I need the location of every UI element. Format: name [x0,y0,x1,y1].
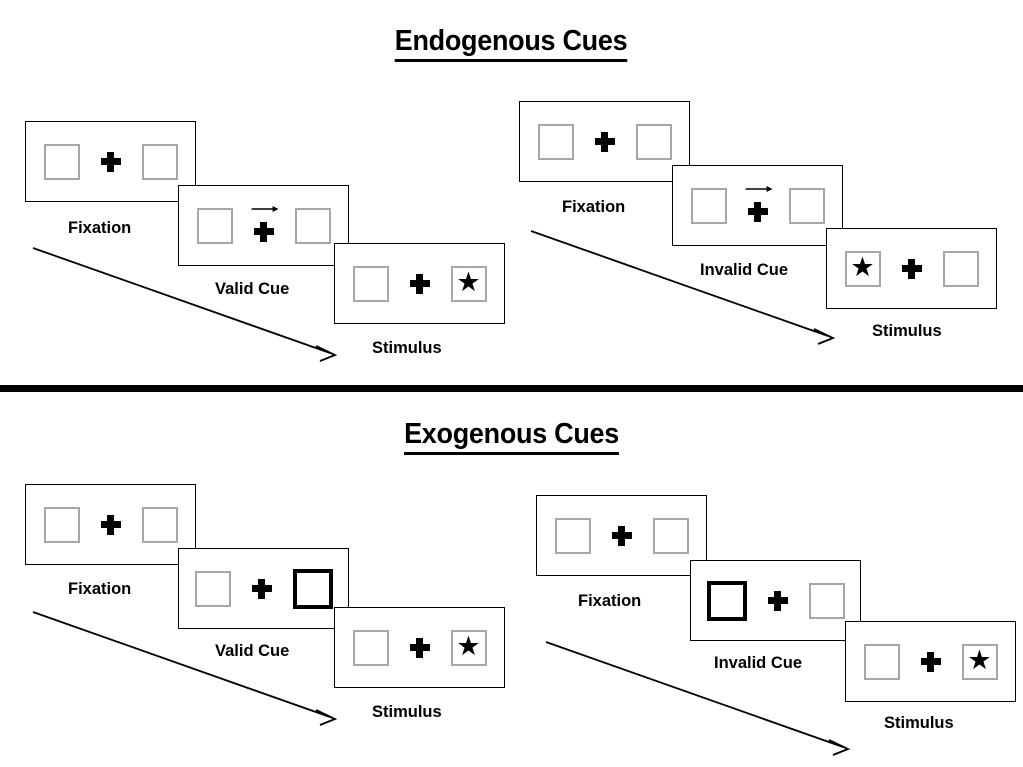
section-title-endogenous-text: Endogenous Cues [395,27,628,62]
fixation-cross-icon [741,184,775,228]
stage-label-endogenous-invalid-stimulus: Stimulus [872,322,942,340]
cue-box-right-highlight [292,568,333,609]
fixation-cross-icon [588,120,622,164]
placeholder-box-right [294,207,331,244]
placeholder-box-left [43,143,80,180]
fixation-cross-icon [403,626,437,670]
fixation-cross-icon [914,640,948,684]
placeholder-box-left [352,265,389,302]
target-box-left: ★ [844,250,881,287]
stage-label-exogenous-invalid-stimulus: Stimulus [884,714,954,732]
frame-endogenous-valid-cue [178,185,349,266]
frame-endogenous-invalid-cue [672,165,843,246]
stage-label-endogenous-invalid-fixation: Fixation [562,198,626,216]
placeholder-box-left [43,506,80,543]
star-icon: ★ [456,631,481,661]
placeholder-box-left [554,517,591,554]
placeholder-box-right [808,582,845,619]
star-icon: ★ [850,252,875,282]
fixation-cross-icon [247,204,281,248]
target-box-right: ★ [450,629,487,666]
stage-label-exogenous-invalid-cue: Invalid Cue [714,654,803,672]
fixation-cross-icon [403,262,437,306]
frame-exogenous-invalid-fixation [536,495,707,576]
stage-label-endogenous-invalid-cue: Invalid Cue [700,261,789,279]
placeholder-box-left [352,629,389,666]
time-flow-arrow-endogenous-valid [32,247,338,362]
fixation-cross-icon [94,503,128,547]
frame-exogenous-valid-cue [178,548,349,629]
fixation-cross-icon [245,567,279,611]
fixation-cross-icon [895,247,929,291]
section-title-endogenous: Endogenous Cues [0,27,1023,62]
time-flow-arrow-exogenous-valid [32,611,338,726]
target-box-right: ★ [450,265,487,302]
cue-box-left-highlight [706,580,747,621]
time-flow-arrow-endogenous-invalid [530,230,836,345]
stage-label-exogenous-valid-stimulus: Stimulus [372,703,442,721]
fixation-cross-icon [761,579,795,623]
placeholder-box-right [635,123,672,160]
stage-label-exogenous-invalid-fixation: Fixation [578,592,642,610]
stage-label-endogenous-valid-cue: Valid Cue [215,280,290,298]
stage-label-endogenous-valid-stimulus: Stimulus [372,339,442,357]
stage-label-exogenous-valid-cue: Valid Cue [215,642,290,660]
fixation-cross-icon [605,514,639,558]
placeholder-box-right [652,517,689,554]
frame-exogenous-valid-stimulus: ★ [334,607,505,688]
placeholder-box-left [863,643,900,680]
placeholder-box-left [537,123,574,160]
placeholder-box-right [788,187,825,224]
section-divider [0,385,1023,392]
fixation-cross-icon [94,140,128,184]
star-icon: ★ [456,267,481,297]
frame-endogenous-invalid-fixation [519,101,690,182]
placeholder-box-left [194,570,231,607]
placeholder-box-left [690,187,727,224]
arrow-right-icon [251,205,279,212]
frame-endogenous-invalid-stimulus: ★ [826,228,997,309]
frame-exogenous-valid-fixation [25,484,196,565]
frame-endogenous-valid-stimulus: ★ [334,243,505,324]
section-title-exogenous: Exogenous Cues [0,420,1023,455]
stage-label-endogenous-valid-fixation: Fixation [68,219,132,237]
star-icon: ★ [967,645,992,675]
frame-endogenous-valid-fixation [25,121,196,202]
target-box-right: ★ [961,643,998,680]
stage-label-exogenous-valid-fixation: Fixation [68,580,132,598]
placeholder-box-right [942,250,979,287]
placeholder-box-right [141,143,178,180]
arrow-right-icon [745,185,773,192]
frame-exogenous-invalid-stimulus: ★ [845,621,1016,702]
section-title-exogenous-text: Exogenous Cues [404,420,619,455]
time-flow-arrow-exogenous-invalid [545,641,851,756]
placeholder-box-left [196,207,233,244]
placeholder-box-right [141,506,178,543]
frame-exogenous-invalid-cue [690,560,861,641]
